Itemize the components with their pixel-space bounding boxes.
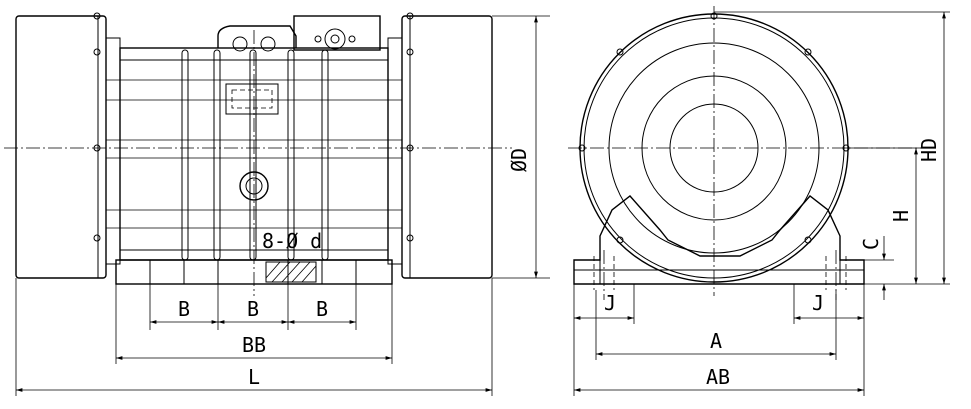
label-B-left: B: [178, 297, 190, 321]
front-view: ØD 8-Ø d B B B BB L: [4, 12, 550, 396]
label-J-right: J: [812, 291, 824, 315]
right-end-cover: [401, 15, 493, 279]
label-A: A: [710, 329, 722, 353]
lifting-lug: [217, 25, 297, 48]
label-J-left: J: [604, 291, 616, 315]
label-L: L: [248, 365, 260, 389]
label-phi-D: ØD: [507, 148, 531, 172]
label-BB: BB: [242, 333, 266, 357]
label-HD: HD: [917, 138, 941, 162]
label-AB: AB: [706, 365, 730, 389]
label-B-right: B: [316, 297, 328, 321]
side-view: HD H C J J A AB: [568, 6, 950, 396]
cover-bolts: [93, 12, 414, 242]
label-bolt-holes: 8-Ø d: [262, 229, 322, 253]
left-end-cover: [15, 15, 107, 279]
hatched-section: [265, 261, 317, 283]
terminal-box-top: [293, 15, 381, 51]
label-C: C: [859, 238, 883, 250]
label-B-mid: B: [247, 297, 259, 321]
nameplate: [225, 83, 279, 115]
label-H: H: [889, 210, 913, 222]
